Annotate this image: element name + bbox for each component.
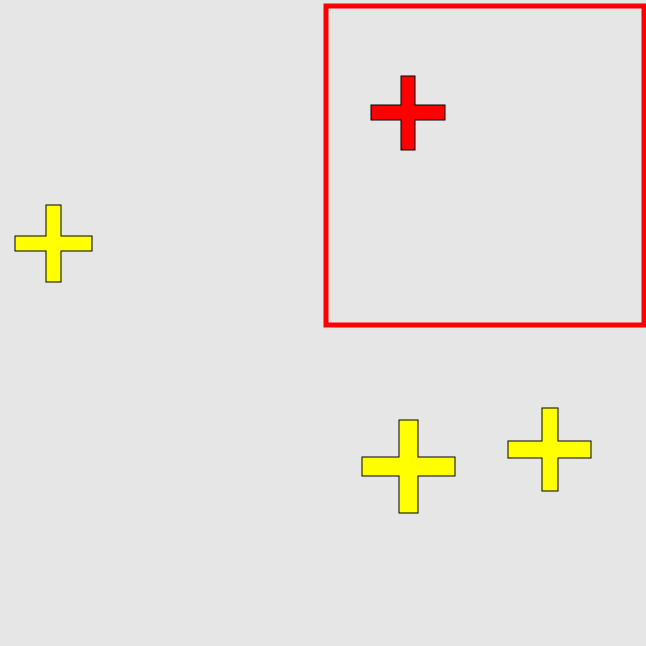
cross-icon[interactable] [507,407,592,492]
cross-icon[interactable] [14,204,93,283]
cross-icon[interactable] [370,75,446,151]
cross-icon[interactable] [361,419,456,514]
highlight-frame [323,3,646,328]
